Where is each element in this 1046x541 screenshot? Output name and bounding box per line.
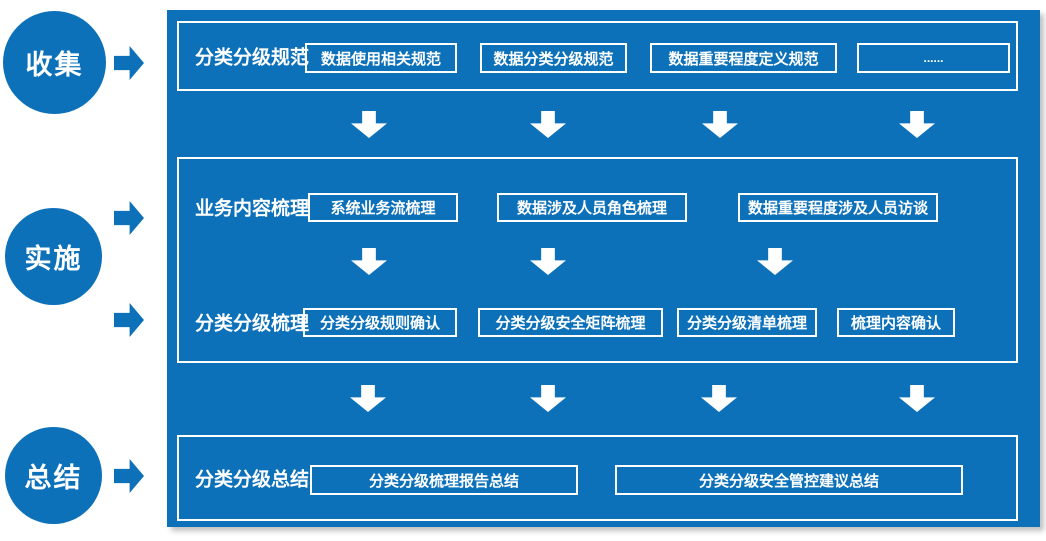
down-arrow-icon <box>899 111 935 138</box>
stage-circle-implement: 实施 <box>5 208 102 305</box>
process-box: 分类分级安全矩阵梳理 <box>478 308 663 337</box>
stage-label-collect: 收集 <box>25 50 84 80</box>
section-implementation: 业务内容梳理 系统业务流梳理 数据涉及人员角色梳理 数据重要程度涉及人员访谈 分… <box>177 157 1018 363</box>
section-standards: 分类分级规范 数据使用相关规范 数据分类分级规范 数据重要程度定义规范 ....… <box>177 21 1018 91</box>
row-classify-title: 分类分级梳理 <box>195 313 310 335</box>
stage-label-summarize: 总结 <box>24 463 83 493</box>
down-arrow-icon <box>530 111 566 138</box>
process-box: 系统业务流梳理 <box>308 193 458 222</box>
section-standards-title: 分类分级规范 <box>195 47 310 69</box>
process-box: 梳理内容确认 <box>837 308 955 337</box>
down-arrow-icon <box>351 111 387 138</box>
stage-label-implement: 实施 <box>24 244 83 274</box>
process-box-ellipsis: ...... <box>857 43 1010 73</box>
down-arrow-icon <box>757 248 793 275</box>
right-arrow-icon <box>114 459 144 493</box>
stage-circle-summarize: 总结 <box>5 427 102 524</box>
row-business-title: 业务内容梳理 <box>195 198 310 220</box>
process-box: 数据涉及人员角色梳理 <box>497 193 687 222</box>
right-arrow-icon <box>114 201 144 235</box>
process-box: 数据分类分级规范 <box>480 43 627 73</box>
down-arrow-icon <box>701 385 737 412</box>
process-box: 数据重要程度定义规范 <box>650 43 837 73</box>
down-arrow-icon <box>702 111 738 138</box>
section-summary: 分类分级总结 分类分级梳理报告总结 分类分级安全管控建议总结 <box>177 435 1018 521</box>
down-arrow-icon <box>530 248 566 275</box>
process-box: 分类分级安全管控建议总结 <box>615 465 963 495</box>
process-box: 数据重要程度涉及人员访谈 <box>738 193 938 222</box>
down-arrow-icon <box>351 248 387 275</box>
process-box: 分类分级规则确认 <box>303 308 457 337</box>
process-box: 数据使用相关规范 <box>305 43 457 73</box>
process-box: 分类分级梳理报告总结 <box>310 465 578 495</box>
section-summary-title: 分类分级总结 <box>195 469 310 491</box>
down-arrow-icon <box>530 385 566 412</box>
down-arrow-icon <box>899 385 935 412</box>
process-box: 分类分级清单梳理 <box>677 308 817 337</box>
stage-circle-collect: 收集 <box>3 11 106 114</box>
down-arrow-icon <box>350 385 386 412</box>
right-arrow-icon <box>114 46 144 80</box>
main-panel: 分类分级规范 数据使用相关规范 数据分类分级规范 数据重要程度定义规范 ....… <box>167 10 1040 527</box>
right-arrow-icon <box>114 303 144 337</box>
